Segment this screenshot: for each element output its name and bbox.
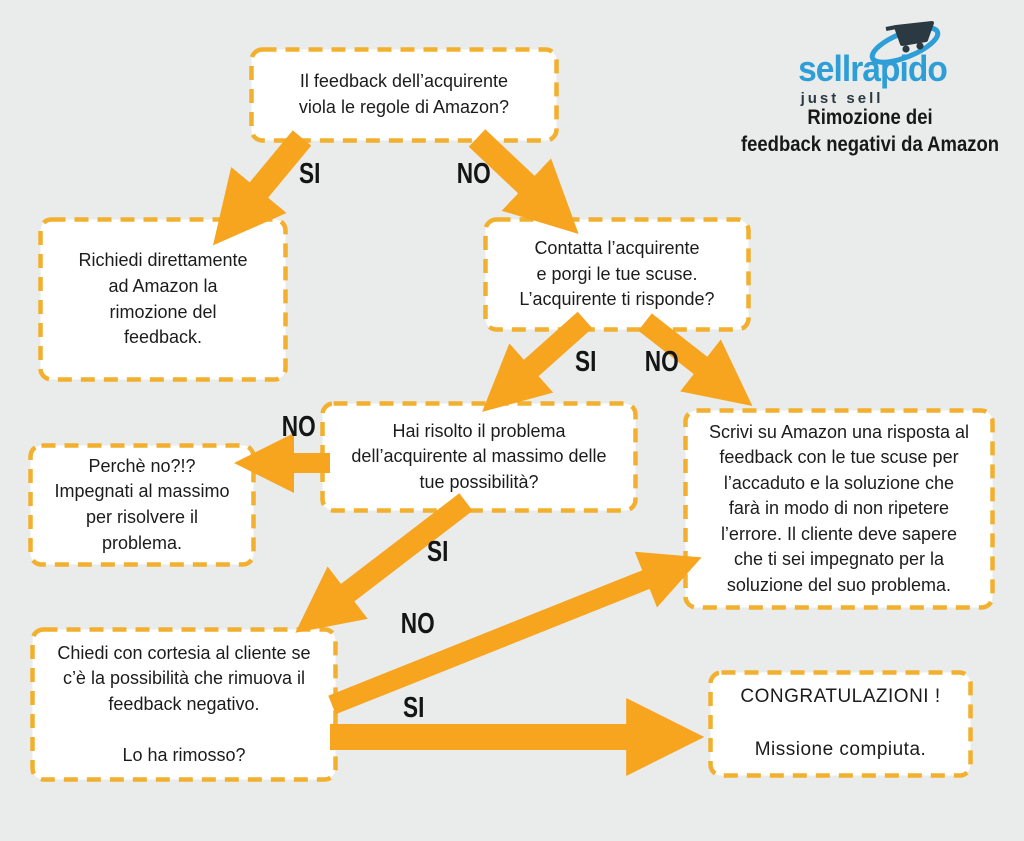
brand-name: sellrapido (798, 48, 948, 89)
edge-label-no-1: NO (456, 158, 491, 190)
node-chiedi-rimozione: Chiedi con cortesia al cliente se c’è la… (30, 627, 338, 782)
node-text: Contatta l’acquirente e porgi le tue scu… (519, 238, 715, 310)
node-text: Il feedback dell’acquirente viola le reg… (298, 71, 510, 117)
node-hai-risolto-problema: Hai risolto il problema dell’acquirente … (320, 401, 638, 513)
dashed-border (249, 47, 559, 143)
title-line-1: Rimozione dei (807, 106, 933, 129)
node-text: Chiedi con cortesia al cliente se c’è la… (57, 642, 311, 765)
node-text: Richiedi direttamente ad Amazon la rimoz… (78, 250, 248, 348)
edge-label-si-3: SI (427, 536, 449, 568)
dashed-border (708, 670, 973, 778)
brand-tagline: just sell (800, 90, 884, 107)
dashed-border (30, 627, 338, 782)
node-contatta-acquirente: Contatta l’acquirente e porgi le tue scu… (483, 217, 751, 332)
arrow-si-start-to-richiedi (212, 130, 312, 246)
node-scrivi-risposta: Scrivi su Amazon una risposta al feedbac… (683, 408, 995, 610)
dashed-border (28, 443, 256, 567)
node-text: Scrivi su Amazon una risposta al feedbac… (708, 421, 970, 595)
edge-label-si-2: SI (575, 346, 597, 378)
dashed-border (683, 408, 995, 610)
cart-icon (869, 21, 941, 65)
node-perche-no: Perchè no?!? Impegnati al massimo per ri… (28, 443, 256, 567)
node-text: Perchè no?!? Impegnati al massimo per ri… (54, 455, 230, 553)
node-richiedi-rimozione: Richiedi direttamente ad Amazon la rimoz… (38, 217, 288, 382)
edge-label-si-1: SI (299, 158, 321, 190)
infographic-title: Rimozione dei feedback negativi da Amazo… (729, 104, 1011, 159)
dashed-border (483, 217, 751, 332)
edge-label-no-3: NO (281, 411, 316, 443)
dashed-border (38, 217, 288, 382)
node-feedback-viola-regole: Il feedback dell’acquirente viola le reg… (249, 47, 559, 143)
edge-label-no-4: NO (400, 608, 435, 640)
arrow-no-chiedi-to-scrivi (328, 551, 702, 715)
title-line-2: feedback negativi da Amazon (740, 133, 1000, 157)
node-congratulazioni: CONGRATULAZIONI ! Missione compiuta. (708, 670, 973, 778)
node-text: CONGRATULAZIONI ! Missione compiuta. (740, 685, 941, 761)
edge-label-no-2: NO (644, 346, 679, 378)
edge-label-si-4: SI (403, 692, 425, 724)
node-text: Hai risolto il problema dell’acquirente … (351, 420, 607, 492)
